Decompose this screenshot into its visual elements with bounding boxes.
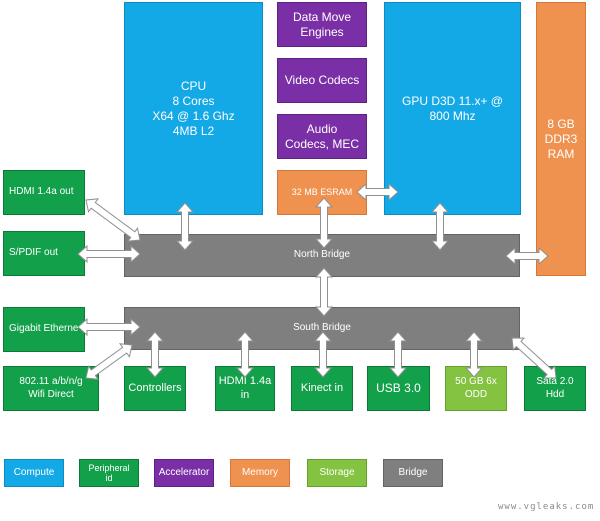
data-move-engines-block: Data Move Engines xyxy=(277,2,367,47)
legend-memory: Memory xyxy=(230,459,290,487)
legend-peripheral: Peripheral id xyxy=(79,459,139,487)
legend-bridge: Bridge xyxy=(383,459,443,487)
hdmi-out-block: HDMI 1.4a out xyxy=(3,170,85,215)
gigabit-ethernet-block: Gigabit Etherne xyxy=(3,307,85,352)
hdmi-in-block: HDMI 1.4a in xyxy=(215,366,275,411)
esram-block: 32 MB ESRAM xyxy=(277,170,367,215)
hdd-block: Sata 2.0 Hdd xyxy=(524,366,586,411)
video-codecs-block: Video Codecs xyxy=(277,58,367,103)
legend-storage: Storage xyxy=(307,459,367,487)
odd-block: 50 GB 6x ODD xyxy=(445,366,507,411)
north-bridge-block: North Bridge xyxy=(124,234,520,277)
ddr3-ram-block: 8 GB DDR3 RAM xyxy=(536,2,586,276)
wifi-direct-block: 802.11 a/b/n/g Wifi Direct xyxy=(3,366,99,411)
kinect-in-block: Kinect in xyxy=(291,366,353,411)
audio-codecs-block: Audio Codecs, MEC xyxy=(277,114,367,159)
spdif-out-block: S/PDIF out xyxy=(3,231,85,276)
watermark: www.vgleaks.com xyxy=(498,502,595,512)
legend-accelerator: Accelerator xyxy=(154,459,214,487)
controllers-block: Controllers xyxy=(124,366,186,411)
south-bridge-block: South Bridge xyxy=(124,307,520,350)
cpu-block: CPU 8 Cores X64 @ 1.6 Ghz 4MB L2 xyxy=(124,2,263,215)
usb-block: USB 3.0 xyxy=(367,366,430,411)
gpu-block: GPU D3D 11.x+ @ 800 Mhz xyxy=(384,2,521,215)
legend-compute: Compute xyxy=(4,459,64,487)
